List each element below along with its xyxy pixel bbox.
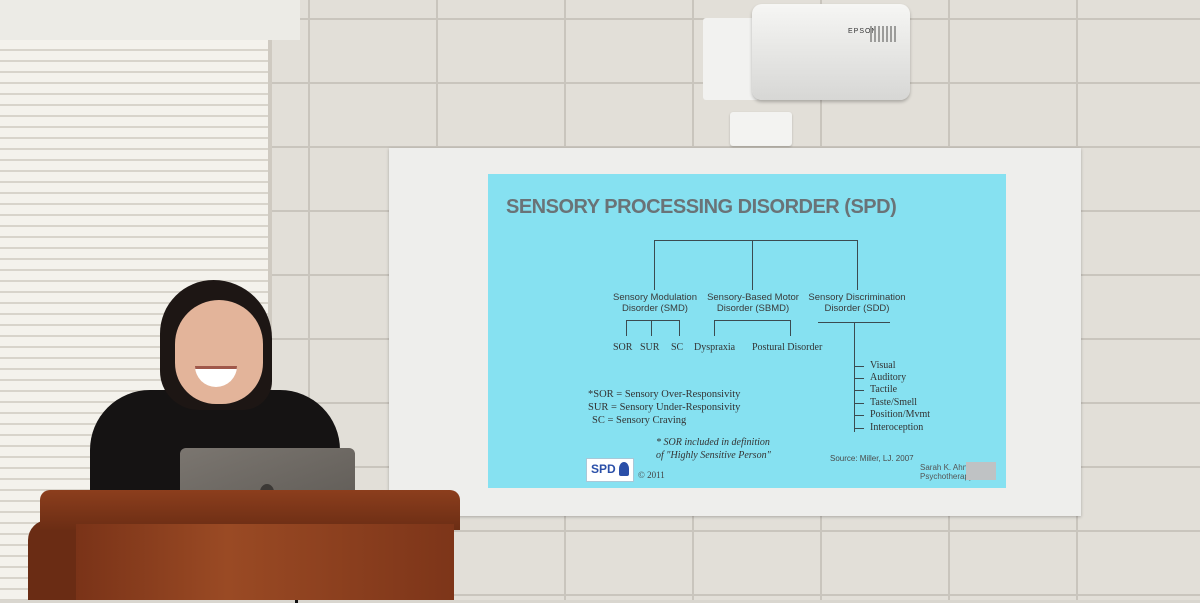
category-label: Sensory Discrimination Disorder (SDD)	[808, 292, 906, 314]
category-sbmd: Sensory-Based Motor Disorder (SBMD)	[698, 292, 808, 314]
wall-device	[730, 112, 792, 146]
tree-line	[854, 378, 864, 379]
credit-line: Psychotherapy	[920, 472, 973, 481]
tree-line	[654, 240, 655, 290]
projector: EPSON	[752, 4, 910, 100]
projector-mount	[703, 18, 759, 100]
subtype-taste-smell: Taste/Smell	[870, 397, 918, 408]
tree-line	[854, 403, 864, 404]
podium-side	[28, 520, 84, 600]
tree-line	[651, 320, 652, 336]
footnote: * SOR included in definition of "Highly …	[656, 436, 771, 462]
legend-line: *SOR = Sensory Over-Responsivity	[588, 389, 741, 400]
projector-brand: EPSON	[848, 28, 878, 35]
tree-line	[854, 415, 864, 416]
tree-line	[626, 320, 627, 336]
legend-line: SC = Sensory Craving	[592, 415, 687, 426]
credit-line: Sarah K. Ahn,	[920, 463, 970, 472]
tree-line	[854, 366, 864, 367]
tree-line	[854, 322, 855, 432]
copyright: © 2011	[638, 470, 665, 480]
spd-logo: SPD	[586, 458, 634, 482]
category-label: Sensory-Based Motor Disorder (SBMD)	[707, 292, 799, 314]
presenter-face	[175, 300, 263, 404]
subtype-sur: SUR	[640, 342, 660, 353]
podium	[76, 524, 454, 600]
source-citation: Source: Miller, LJ. 2007	[830, 454, 914, 463]
category-label: Sensory Modulation Disorder (SMD)	[613, 292, 697, 314]
projected-slide: SENSORY PROCESSING DISORDER (SPD) Sensor…	[488, 174, 1006, 488]
figure-icon	[619, 462, 629, 476]
tree-line	[854, 428, 864, 429]
logo-text: SPD	[591, 462, 616, 476]
tree-line	[679, 320, 680, 336]
subtype-postural: Postural Disorder	[752, 342, 823, 353]
subtype-dyspraxia: Dyspraxia	[694, 342, 736, 353]
window-frame	[0, 0, 300, 40]
tree-line	[714, 320, 790, 321]
subtype-sor: SOR	[613, 342, 633, 353]
podium-top	[40, 490, 460, 530]
tree-line	[854, 390, 864, 391]
tree-line	[654, 240, 858, 241]
tree-line	[857, 240, 858, 290]
subtype-tactile: Tactile	[870, 384, 898, 395]
tree-line	[714, 320, 715, 336]
credit-logo-box	[966, 462, 996, 480]
subtype-visual: Visual	[870, 360, 896, 371]
presenter-smile	[195, 366, 237, 387]
subtype-interoception: Interoception	[870, 422, 924, 433]
abbreviation-legend: *SOR = Sensory Over-Responsivity SUR = S…	[588, 388, 740, 427]
footnote-line: * SOR included in definition	[656, 437, 770, 448]
legend-line: SUR = Sensory Under-Responsivity	[588, 402, 741, 413]
subtype-sc: SC	[671, 342, 684, 353]
category-sdd: Sensory Discrimination Disorder (SDD)	[800, 292, 914, 314]
tree-line	[626, 320, 680, 321]
projector-vent	[870, 26, 896, 42]
tree-line	[752, 240, 753, 290]
category-smd: Sensory Modulation Disorder (SMD)	[598, 292, 712, 314]
subtype-auditory: Auditory	[870, 372, 907, 383]
tree-line	[790, 320, 791, 336]
slide-title: SENSORY PROCESSING DISORDER (SPD)	[506, 196, 897, 218]
subtype-position: Position/Mvmt	[870, 409, 931, 420]
footnote-line: of "Highly Sensitive Person"	[656, 450, 771, 461]
